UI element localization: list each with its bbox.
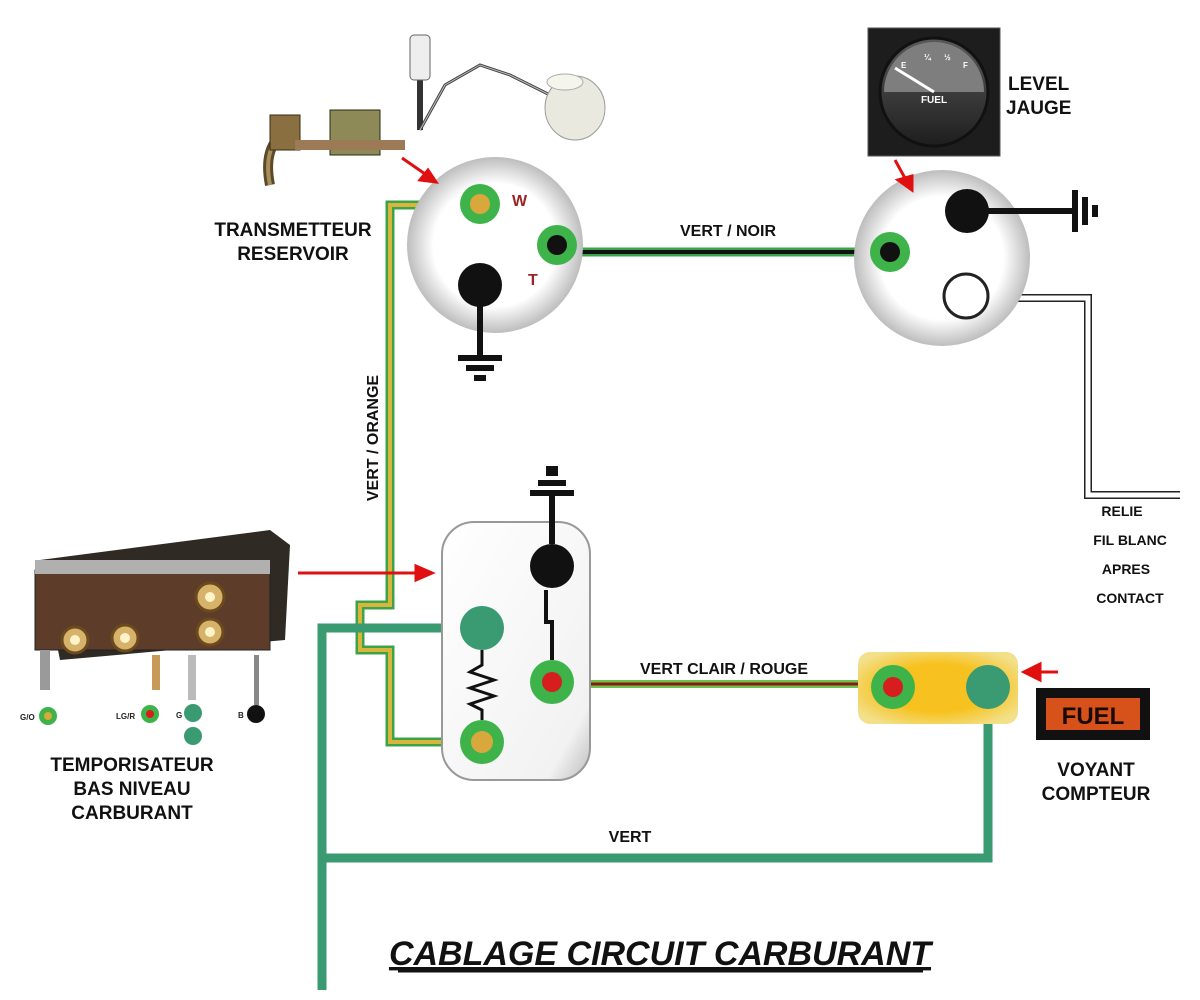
timer-pin-go: G/O [20, 713, 35, 722]
warning-light-connector [858, 652, 1018, 724]
arrow-icons [298, 156, 1058, 683]
timer-label-1: TEMPORISATEUR [50, 755, 214, 776]
timer-pins: G/O LG/R G B [20, 704, 265, 745]
warning-label-2: COMPTEUR [1042, 784, 1151, 805]
resistor-icon [465, 650, 499, 720]
gauge-image: E ¼ ½ F FUEL [867, 27, 1001, 157]
transmitter-label-1: TRANSMETTEUR [214, 220, 372, 241]
gauge-connector [854, 170, 1098, 346]
switch-icon [544, 590, 554, 660]
ground-symbol-icon [458, 355, 502, 381]
wire-label-green-black: VERT / NOIR [680, 223, 776, 240]
note-line-4: CONTACT [1096, 590, 1164, 606]
note-line-1: RELIE [1101, 503, 1142, 519]
diagram-title: CABLAGE CIRCUIT CARBURANT [389, 935, 934, 973]
gauge-dial-text: FUEL [921, 95, 947, 106]
wire-label-green: VERT [609, 829, 652, 846]
ground-symbol-icon [1072, 190, 1098, 232]
timer-relay-box [441, 466, 591, 781]
note-line-2: FIL BLANC [1093, 532, 1167, 548]
fuel-warning-badge: FUEL [1036, 688, 1150, 740]
transmitter-label-2: RESERVOIR [237, 244, 349, 265]
gauge-label-2: JAUGE [1006, 98, 1071, 119]
wire-green [317, 623, 993, 990]
pin-w-label: W [512, 193, 528, 210]
timer-pin-lgr: LG/R [116, 712, 135, 721]
note-line-3: APRES [1102, 561, 1150, 577]
timer-label-3: CARBURANT [71, 803, 193, 824]
fuel-badge-text: FUEL [1062, 703, 1125, 730]
warning-pin-green[interactable] [966, 665, 1010, 709]
timer-pin-b: B [238, 711, 244, 720]
wire-white [985, 294, 1180, 499]
svg-text:¼: ¼ [924, 53, 932, 62]
timer-relay-image [34, 530, 290, 705]
ground-symbol-icon [530, 466, 574, 496]
gauge-pin-white[interactable] [942, 272, 990, 320]
svg-text:E: E [901, 61, 907, 70]
gauge-label-1: LEVEL [1008, 74, 1070, 95]
relay-pin-ground[interactable] [530, 544, 574, 588]
pin-t-label: T [528, 272, 538, 289]
warning-label-1: VOYANT [1057, 760, 1135, 781]
timer-label-2: BAS NIVEAU [73, 779, 190, 800]
timer-pin-g: G [176, 711, 182, 720]
transmitter-connector: W T [407, 157, 583, 381]
wire-label-light-green-red: VERT CLAIR / ROUGE [640, 661, 808, 678]
svg-text:F: F [963, 61, 968, 70]
svg-text:½: ½ [944, 53, 951, 62]
wire-label-green-orange: VERT / ORANGE [365, 375, 382, 502]
fuel-sender-image [263, 34, 606, 186]
relay-pin-green[interactable] [460, 606, 504, 650]
